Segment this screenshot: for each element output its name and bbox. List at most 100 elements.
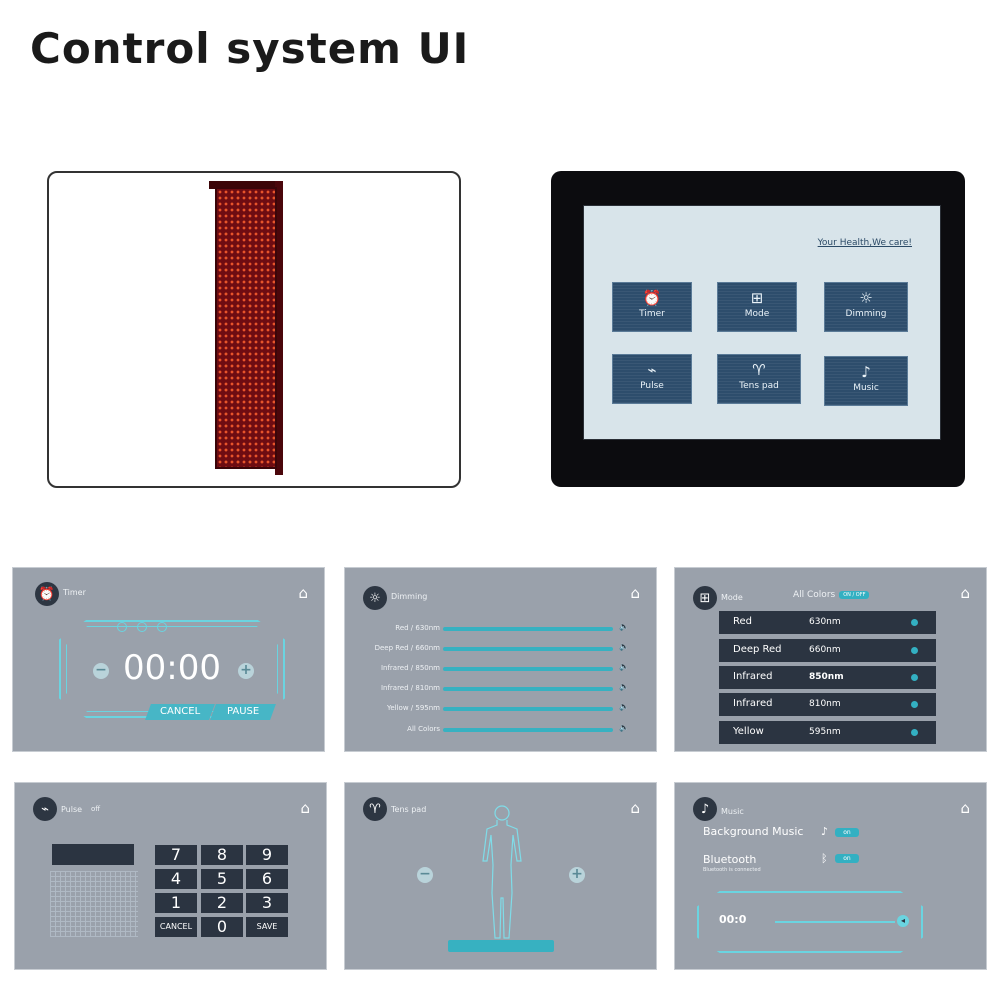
bluetooth-icon: ᛒ — [821, 852, 828, 865]
alarm-clock-icon: ⏰ — [35, 582, 59, 606]
panel-title: Pulse — [61, 805, 83, 814]
pulse-icon: ⌁ — [647, 361, 657, 379]
dimming-row[interactable]: All Colors 🔈 — [407, 723, 629, 733]
panel-title: Timer — [63, 588, 86, 597]
key-9[interactable]: 9 — [246, 845, 288, 865]
key-2[interactable]: 2 — [201, 893, 243, 913]
led-panel-image — [209, 181, 283, 475]
volume-icon[interactable]: ◂ — [897, 915, 909, 927]
grid-icon: ⊞ — [750, 289, 764, 307]
pulse-display — [52, 844, 134, 865]
indicator-dot — [117, 622, 127, 632]
status-dot — [911, 674, 918, 681]
key-1[interactable]: 1 — [155, 893, 197, 913]
pause-button[interactable]: PAUSE — [210, 704, 276, 720]
home-icon[interactable]: ⌂ — [630, 799, 640, 817]
status-dot — [911, 729, 918, 736]
brightness-slider[interactable] — [443, 728, 613, 732]
status-dot — [911, 647, 918, 654]
music-note-icon: ♪ — [821, 825, 829, 838]
device-photo: Your Health,We care! ⏰ Timer ⊞ Mode ☼ Di… — [551, 171, 965, 487]
cancel-button[interactable]: CANCEL — [145, 704, 215, 720]
all-colors-toggle[interactable]: ON / OFF — [839, 590, 870, 599]
brightness-slider[interactable] — [443, 647, 613, 651]
brightness-slider[interactable] — [443, 707, 613, 711]
minus-button[interactable]: − — [417, 867, 433, 883]
dimming-panel: ☼ Dimming ⌂ Red / 630nm 🔈 Deep Red / 660… — [344, 567, 657, 752]
tens-pad-base[interactable] — [448, 940, 554, 952]
key-7[interactable]: 7 — [155, 845, 197, 865]
home-icon[interactable]: ⌂ — [298, 584, 308, 602]
brightness-slider[interactable] — [443, 687, 613, 691]
pulse-icon: ⌁ — [33, 797, 57, 821]
indicator-dot — [157, 622, 167, 632]
timer-display: 00:00 — [123, 648, 221, 688]
indicator-dot — [137, 622, 147, 632]
key-4[interactable]: 4 — [155, 869, 197, 889]
cancel-button[interactable]: CANCEL — [155, 917, 197, 937]
minus-button[interactable]: − — [93, 663, 109, 679]
home-icon[interactable]: ⌂ — [630, 584, 640, 602]
tens-pad-icon: ♈ — [363, 797, 387, 821]
tile-music[interactable]: ♪ Music — [824, 356, 908, 406]
home-icon[interactable]: ⌂ — [960, 799, 970, 817]
dimming-row[interactable]: Infrared / 810nm 🔈 — [380, 682, 629, 692]
tile-tens-pad[interactable]: ♈ Tens pad — [717, 354, 801, 404]
tens-pad-icon: ♈ — [752, 361, 766, 379]
player-frame — [697, 891, 923, 953]
music-time: 00:0 — [719, 913, 747, 926]
background-music-toggle[interactable]: on — [835, 828, 859, 837]
plus-button[interactable]: + — [569, 867, 585, 883]
product-image-card — [47, 171, 461, 488]
device-screen: Your Health,We care! ⏰ Timer ⊞ Mode ☼ Di… — [583, 205, 941, 440]
page-title: Control system UI — [30, 24, 470, 73]
key-0[interactable]: 0 — [201, 917, 243, 937]
screen-slogan: Your Health,We care! — [817, 238, 912, 248]
dimming-row[interactable]: Yellow / 595nm 🔈 — [387, 702, 629, 712]
tile-dimming[interactable]: ☼ Dimming — [824, 282, 908, 332]
status-dot — [911, 619, 918, 626]
panel-title: Mode — [721, 593, 743, 602]
plus-button[interactable]: + — [238, 663, 254, 679]
dimming-row[interactable]: Red / 630nm 🔈 — [395, 622, 629, 632]
panel-title: Dimming — [391, 592, 428, 601]
bluetooth-toggle[interactable]: on — [835, 854, 859, 863]
body-figure — [482, 805, 522, 939]
sun-icon: ☼ — [363, 586, 387, 610]
speaker-icon: 🔈 — [619, 682, 629, 691]
music-note-icon: ♪ — [693, 797, 717, 821]
save-button[interactable]: SAVE — [246, 917, 288, 937]
grid-icon: ⊞ — [693, 586, 717, 610]
tile-pulse[interactable]: ⌁ Pulse — [612, 354, 692, 404]
bluetooth-status: Bluetooth is connected — [703, 867, 761, 873]
brightness-slider[interactable] — [443, 627, 613, 631]
speaker-icon: 🔈 — [619, 662, 629, 671]
key-8[interactable]: 8 — [201, 845, 243, 865]
music-panel: ♪ Music ⌂ Background Music ♪ on Bluetoot… — [674, 782, 987, 970]
key-3[interactable]: 3 — [246, 893, 288, 913]
dimming-row[interactable]: Deep Red / 660nm 🔈 — [374, 642, 629, 652]
brightness-slider[interactable] — [443, 667, 613, 671]
tile-mode[interactable]: ⊞ Mode — [717, 282, 797, 332]
speaker-icon: 🔈 — [619, 622, 629, 631]
key-6[interactable]: 6 — [246, 869, 288, 889]
pulse-waveform-grid — [50, 871, 138, 937]
home-icon[interactable]: ⌂ — [960, 584, 970, 602]
home-icon[interactable]: ⌂ — [300, 799, 310, 817]
key-5[interactable]: 5 — [201, 869, 243, 889]
speaker-icon: 🔈 — [619, 723, 629, 732]
music-note-icon: ♪ — [861, 363, 871, 381]
bluetooth-label: Bluetooth — [703, 853, 757, 866]
tile-timer[interactable]: ⏰ Timer — [612, 282, 692, 332]
dimming-row[interactable]: Infrared / 850nm 🔈 — [380, 662, 629, 672]
speaker-icon: 🔈 — [619, 642, 629, 651]
alarm-clock-icon: ⏰ — [642, 289, 662, 307]
volume-slider[interactable] — [775, 921, 895, 923]
